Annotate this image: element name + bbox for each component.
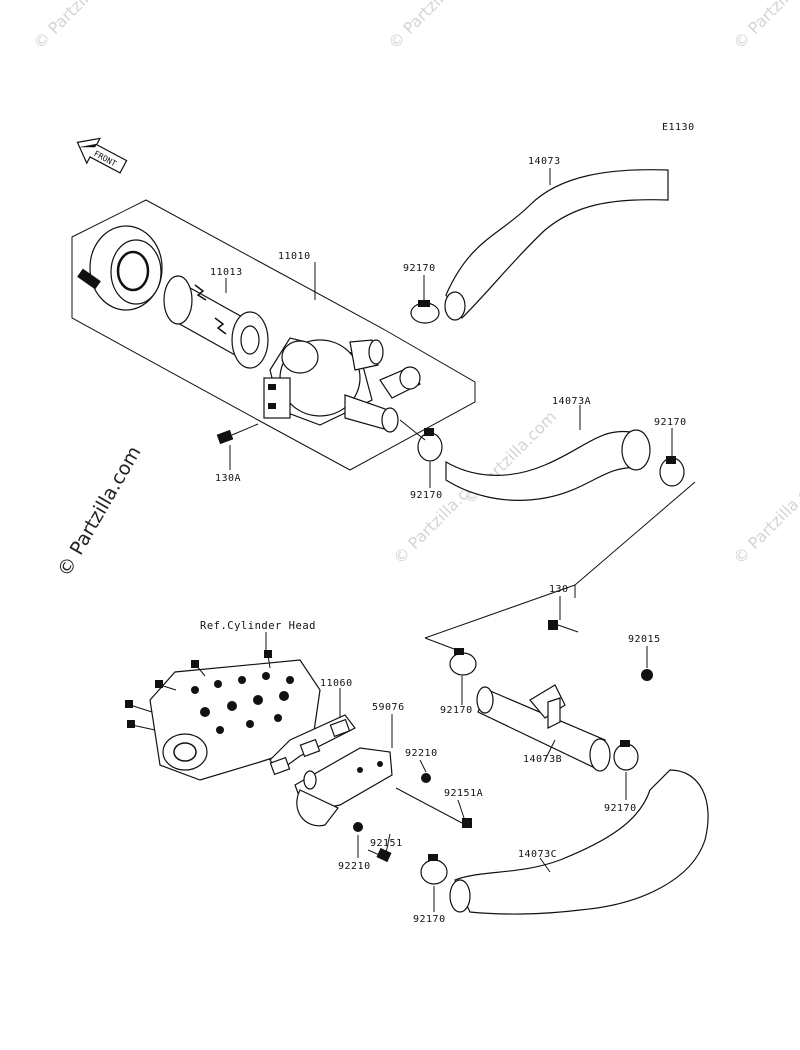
air-cleaner-group — [71, 199, 476, 471]
part-label-92151A: 92151A — [444, 788, 483, 799]
nut-icon — [421, 773, 431, 783]
hose-clamp-icon — [659, 456, 685, 487]
nut-icon — [353, 822, 363, 832]
part-label-92151: 92151 — [370, 838, 403, 849]
leader-lines-bottom — [265, 596, 648, 912]
part-label-92170: 92170 — [413, 914, 446, 925]
part-label-130A: 130A — [215, 473, 241, 484]
hose-clamp-icon — [420, 854, 448, 885]
part-label-92170: 92170 — [604, 803, 637, 814]
hardware-group — [353, 620, 653, 863]
part-label-92170: 92170 — [440, 705, 473, 716]
part-label-11013: 11013 — [210, 267, 243, 278]
part-label-11060: 11060 — [320, 678, 353, 689]
part-label-92210: 92210 — [405, 748, 438, 759]
part-label-14073A: 14073A — [552, 396, 591, 407]
part-label-92015: 92015 — [628, 634, 661, 645]
part-label-92210: 92210 — [338, 861, 371, 872]
part-label-11010: 11010 — [278, 251, 311, 262]
bolt-icon — [216, 423, 259, 445]
nut-icon — [641, 669, 653, 681]
part-label-92170: 92170 — [403, 263, 436, 274]
part-label-92170: 92170 — [410, 490, 443, 501]
hose-clamp-icon — [449, 648, 477, 676]
outline-bottom — [424, 481, 696, 653]
hose-clamp-icon — [613, 740, 639, 771]
pipe-14073B — [476, 684, 611, 772]
part-label-14073C: 14073C — [518, 849, 557, 860]
manifold-59076 — [294, 747, 393, 827]
part-label-130: 130 — [549, 584, 569, 595]
leader-lines-top — [225, 168, 673, 488]
hose-clamp-icon — [410, 300, 440, 324]
hose-clamp-icon — [417, 428, 443, 462]
watermark-small: © Partzilla.com — [29, 0, 130, 53]
hose-14073A — [445, 429, 651, 501]
hose-14073 — [444, 169, 669, 321]
part-label-92170: 92170 — [654, 417, 687, 428]
ref-cylinder-head-label: Ref.Cylinder Head — [200, 620, 316, 632]
watermark-small: © Partzilla.com — [729, 0, 800, 53]
hose-14073C — [449, 769, 709, 915]
part-labels: 14073 11010 11013 92170 14073A 92170 921… — [200, 156, 687, 925]
part-label-14073B: 14073B — [523, 754, 562, 765]
watermark-small: © Partzilla.com — [384, 0, 485, 53]
watermark-small: © Partzilla.com — [729, 467, 800, 568]
part-label-14073: 14073 — [528, 156, 561, 167]
part-label-59076: 59076 — [372, 702, 405, 713]
front-arrow-icon: FRONT — [76, 137, 128, 174]
diagram-code: E1130 — [662, 122, 695, 133]
watermark-side: © Partzilla.com — [53, 443, 145, 581]
gasket-11060 — [269, 714, 356, 776]
